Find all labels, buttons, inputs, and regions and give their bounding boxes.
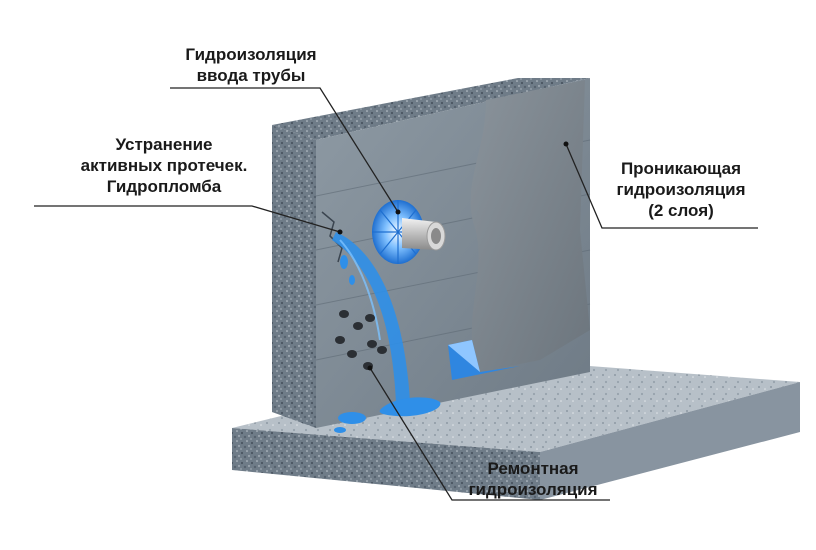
label-penetrating-line1: Проникающая (620, 159, 742, 178)
label-active-leaks-line2: активных протечек. (80, 156, 248, 175)
label-pipe-entry-line2: ввода трубы (196, 66, 306, 85)
injection-holes (335, 310, 387, 370)
label-repair-line2: гидроизоляция (468, 480, 598, 499)
label-penetrating-line2: гидроизоляция (616, 180, 746, 199)
wall-top (272, 78, 590, 140)
label-active-leaks-line1: Устранение (115, 135, 213, 154)
label-active-leaks: Устранение активных протечек. Гидропломб… (50, 134, 278, 197)
leader-dots (337, 141, 569, 371)
label-pipe-entry: Гидроизоляция ввода трубы (166, 44, 336, 86)
label-repair-line1: Ремонтная (487, 459, 579, 478)
fillet-seal (448, 340, 520, 380)
water-jet (332, 232, 410, 404)
penetrating-coating (470, 80, 590, 372)
wall-side (272, 125, 316, 428)
label-active-leaks-line3: Гидропломба (106, 177, 222, 196)
label-penetrating-line3: (2 слоя) (648, 201, 714, 220)
base-slab (232, 360, 800, 500)
wall-crack (321, 211, 343, 263)
label-repair: Ремонтная гидроизоляция (448, 458, 618, 500)
label-pipe-entry-line1: Гидроизоляция (185, 45, 317, 64)
label-penetrating: Проникающая гидроизоляция (2 слоя) (596, 158, 766, 221)
leader-lines (34, 87, 758, 501)
water-puddles (334, 397, 441, 433)
